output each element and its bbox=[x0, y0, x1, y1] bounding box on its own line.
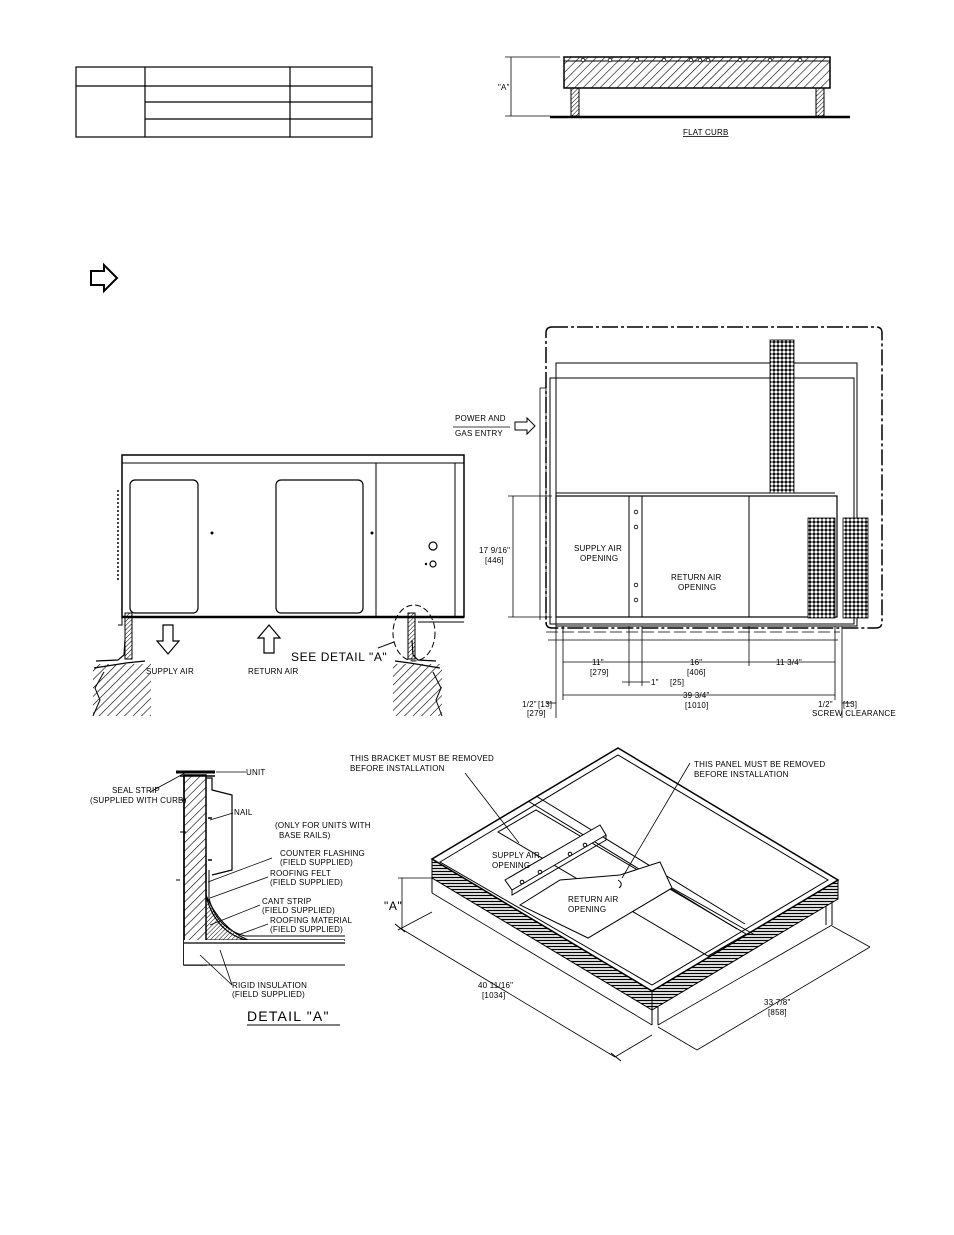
iso-return-1: RETURN AIR bbox=[568, 895, 618, 904]
iso-width-dim-mm: [858] bbox=[768, 1008, 787, 1017]
iso-length-dim: 40 11/16" bbox=[478, 981, 513, 990]
supply-air-label: SUPPLY AIR bbox=[146, 667, 194, 676]
detail-nail: NAIL bbox=[234, 808, 253, 817]
dim-half-left-mm1: [13] bbox=[538, 700, 552, 709]
detail-felt-1: ROOFING FELT bbox=[270, 869, 331, 878]
detail-seal-2: (SUPPLIED WITH CURB) bbox=[90, 796, 187, 805]
dim-11-mm: [279] bbox=[590, 668, 609, 677]
iso-panel-1: THIS PANEL MUST BE REMOVED bbox=[694, 760, 825, 769]
see-detail-label: SEE DETAIL "A" bbox=[291, 650, 387, 664]
iso-panel-2: BEFORE INSTALLATION bbox=[694, 770, 789, 779]
empty-table bbox=[75, 66, 373, 138]
flat-curb-title: FLAT CURB bbox=[683, 128, 729, 137]
detail-material-2: (FIELD SUPPLIED) bbox=[270, 925, 343, 934]
detail-unit-label: UNIT bbox=[246, 768, 265, 777]
detail-rigid-1: RIGID INSULATION bbox=[232, 981, 307, 990]
iso-width-dim: 33 7/8" bbox=[764, 998, 790, 1007]
iso-supply-2: OPENING bbox=[492, 861, 530, 870]
dim-1: 1" bbox=[651, 678, 659, 687]
height-dim: 17 9/16" bbox=[479, 546, 510, 555]
dim-half-left: 1/2" bbox=[522, 700, 537, 709]
flat-curb-a-label: "A" bbox=[498, 83, 510, 92]
detail-felt-2: (FIELD SUPPLIED) bbox=[270, 878, 343, 887]
iso-return-2: OPENING bbox=[568, 905, 606, 914]
dim-half-right: 1/2" bbox=[818, 700, 833, 709]
unit-side-view: SUPPLY AIR RETURN AIR SEE DETAIL "A" bbox=[92, 454, 465, 717]
detail-seal-1: SEAL STRIP bbox=[112, 786, 160, 795]
dim-11-34: 11 3/4" bbox=[776, 658, 802, 667]
dim-1-mm: [25] bbox=[670, 678, 684, 687]
iso-bracket-2: BEFORE INSTALLATION bbox=[350, 764, 445, 773]
dim-16-mm: [406] bbox=[687, 668, 706, 677]
unit-top-view: POWER AND GAS ENTRY 17 9/16" [446] SUPPL… bbox=[453, 326, 896, 718]
dim-half-right-mm: [13] bbox=[843, 700, 857, 709]
detail-cant-2: (FIELD SUPPLIED) bbox=[262, 906, 335, 915]
detail-only-2: BASE RAILS) bbox=[279, 831, 331, 840]
detail-only-1: (ONLY FOR UNITS WITH bbox=[275, 821, 371, 830]
dim-16: 16" bbox=[690, 658, 702, 667]
dim-11: 11" bbox=[592, 658, 604, 667]
power-gas-label-1: POWER AND bbox=[455, 414, 506, 423]
return-air-label: RETURN AIR bbox=[248, 667, 298, 676]
top-supply-label-1: SUPPLY AIR bbox=[574, 544, 622, 553]
detail-counter-2: (FIELD SUPPLIED) bbox=[280, 858, 353, 867]
top-return-label-1: RETURN AIR bbox=[671, 573, 721, 582]
detail-counter-1: COUNTER FLASHING bbox=[280, 849, 365, 858]
detail-cant-1: CANT STRIP bbox=[262, 897, 311, 906]
top-supply-label-2: OPENING bbox=[580, 554, 618, 563]
iso-a-label: "A" bbox=[384, 899, 402, 913]
screw-clearance-label: SCREW CLEARANCE bbox=[812, 709, 896, 718]
iso-supply-1: SUPPLY AIR bbox=[492, 851, 540, 860]
detail-a-section: UNIT SEAL STRIP (SUPPLIED WITH CURB) NAI… bbox=[90, 768, 371, 1026]
top-return-label-2: OPENING bbox=[678, 583, 716, 592]
flat-curb-elevation: "A" FLAT CURB bbox=[498, 56, 850, 137]
dim-half-left-mm2: [279] bbox=[527, 709, 546, 718]
iso-bracket-1: THIS BRACKET MUST BE REMOVED bbox=[350, 754, 494, 763]
dim-39-mm: [1010] bbox=[685, 701, 708, 710]
iso-length-dim-mm: [1034] bbox=[482, 991, 505, 1000]
detail-rigid-2: (FIELD SUPPLIED) bbox=[232, 990, 305, 999]
isometric-curb: THIS BRACKET MUST BE REMOVED BEFORE INST… bbox=[350, 747, 871, 1062]
dim-39: 39 3/4" bbox=[683, 691, 709, 700]
note-arrow-icon bbox=[90, 262, 119, 294]
detail-material-1: ROOFING MATERIAL bbox=[270, 916, 353, 925]
height-dim-mm: [446] bbox=[485, 556, 504, 565]
detail-title: DETAIL "A" bbox=[247, 1008, 330, 1024]
power-gas-label-2: GAS ENTRY bbox=[455, 429, 503, 438]
